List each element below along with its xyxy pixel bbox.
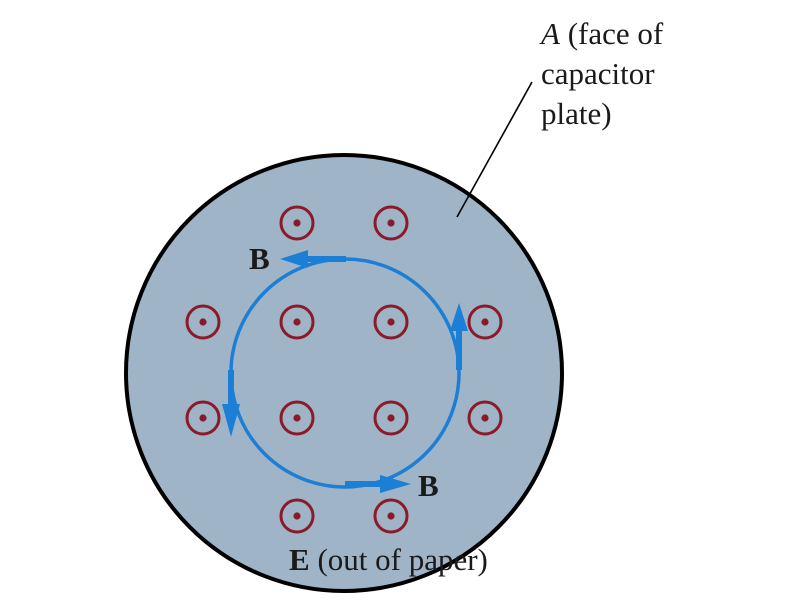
plate-label-line2: capacitor — [541, 56, 655, 91]
plate-label-line3: plate) — [541, 96, 612, 131]
plate-symbol: A — [539, 16, 561, 51]
e-field-marker-ring — [373, 400, 409, 436]
e-field-marker-dot — [481, 318, 489, 326]
e-field-marker-dot — [387, 414, 395, 422]
e-field-marker-icon — [185, 304, 221, 340]
b-arrow-top-shaft — [300, 256, 346, 262]
e-field-markers — [185, 205, 503, 534]
e-field-marker-icon — [467, 400, 503, 436]
b-label-top: B — [249, 241, 270, 276]
plate-text-line1: (face of — [560, 16, 664, 51]
e-field-label: E (out of paper) — [289, 542, 488, 577]
e-field-marker-dot — [481, 414, 489, 422]
e-field-marker-dot — [293, 512, 301, 520]
e-field-marker-icon — [373, 400, 409, 436]
b-label-bottom: B — [418, 468, 439, 503]
b-arrow-bottom-head — [380, 475, 411, 493]
e-field-marker-dot — [387, 318, 395, 326]
e-field-marker-icon — [373, 498, 409, 534]
e-field-marker-icon — [279, 400, 315, 436]
e-symbol: E — [289, 542, 310, 577]
capacitor-plate — [124, 153, 564, 593]
e-field-marker-dot — [199, 318, 207, 326]
e-field-marker-ring — [373, 205, 409, 241]
e-field-marker-ring — [185, 304, 221, 340]
b-field-loop — [222, 250, 468, 493]
e-field-marker-dot — [293, 414, 301, 422]
e-field-marker-ring — [467, 304, 503, 340]
e-field-marker-dot — [387, 219, 395, 227]
b-arrow-left-shaft — [228, 370, 234, 410]
b-arrow-top-head — [280, 250, 308, 268]
e-field-marker-icon — [373, 205, 409, 241]
b-arrow-right-head — [450, 303, 468, 331]
e-field-marker-ring — [373, 304, 409, 340]
e-field-marker-ring — [467, 400, 503, 436]
e-field-marker-icon — [279, 304, 315, 340]
e-field-marker-icon — [185, 400, 221, 436]
e-field-marker-dot — [293, 318, 301, 326]
plate-label-line1: A (face of — [539, 16, 664, 51]
e-field-marker-ring — [279, 205, 315, 241]
e-field-marker-dot — [387, 512, 395, 520]
e-field-marker-icon — [279, 498, 315, 534]
e-text: (out of paper) — [310, 542, 488, 577]
b-arrow-left-head — [222, 404, 240, 437]
e-field-marker-icon — [279, 205, 315, 241]
e-field-marker-ring — [373, 498, 409, 534]
e-field-marker-dot — [199, 414, 207, 422]
e-field-marker-dot — [293, 219, 301, 227]
e-field-marker-ring — [279, 400, 315, 436]
e-field-marker-ring — [185, 400, 221, 436]
e-field-marker-ring — [279, 304, 315, 340]
b-arrow-right-shaft — [456, 325, 462, 370]
e-field-marker-ring — [279, 498, 315, 534]
b-arrow-bottom-shaft — [345, 481, 385, 487]
e-field-marker-icon — [373, 304, 409, 340]
plate-leader-line — [456, 81, 533, 218]
e-field-marker-icon — [467, 304, 503, 340]
